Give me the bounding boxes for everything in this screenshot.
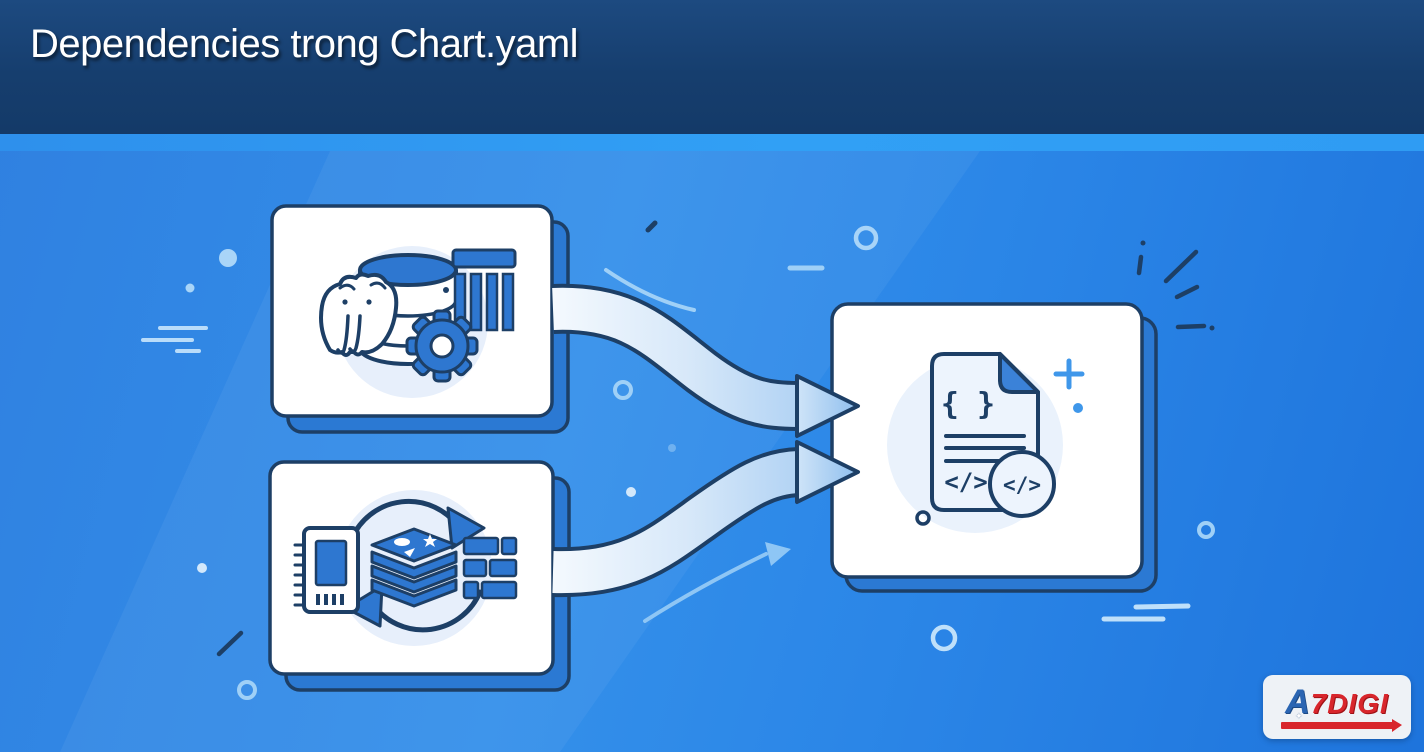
card-postgresql — [270, 204, 570, 434]
dot-icon — [626, 487, 636, 497]
card-cache-stack — [268, 460, 571, 692]
code-glyph: </> — [944, 468, 987, 496]
dot-icon — [197, 563, 207, 573]
gear-icon — [405, 309, 479, 383]
brick-grid-icon — [462, 536, 518, 600]
postgresql-elephant-icon — [319, 272, 399, 357]
circle-outline-icon — [613, 380, 633, 400]
speed-lines-right — [1101, 603, 1191, 622]
dash-icon — [216, 630, 244, 657]
dash-icon — [645, 220, 658, 233]
sketch-curve — [604, 268, 696, 312]
svg-text:</>: </> — [1003, 473, 1041, 497]
sparkle-burst-icon — [1136, 240, 1215, 331]
dot-icon — [219, 249, 237, 267]
text-lines — [944, 434, 1026, 463]
dot-icon — [1073, 403, 1083, 413]
flow-arrow-top — [552, 283, 860, 438]
circle-outline-icon — [237, 680, 257, 700]
logo-letter-a: A — [1285, 683, 1310, 721]
circle-outline-icon — [915, 510, 931, 526]
dot-icon — [185, 283, 195, 293]
header-bar: Dependencies trong Chart.yaml — [0, 0, 1424, 134]
braces-glyph: { } — [941, 387, 995, 422]
memory-chip-icon — [293, 526, 360, 614]
speed-lines-left — [141, 326, 208, 353]
circle-outline-icon — [853, 225, 879, 251]
star-icon: ✦ — [1295, 711, 1303, 721]
redis-stack-icon — [370, 527, 458, 608]
logo-letters-rest: 7DIGI — [1310, 688, 1389, 719]
table-columns-icon — [451, 248, 517, 332]
dot-icon — [668, 444, 676, 452]
card-chart-yaml: { } </> </> — [830, 302, 1158, 593]
rotation-arrows-icon — [344, 498, 486, 633]
logo-text: A ✦ 7DIGI — [1285, 683, 1389, 721]
code-badge-icon: </> — [988, 450, 1056, 518]
plus-icon — [1053, 358, 1085, 390]
circle-outline-icon — [1197, 521, 1215, 539]
accent-strip — [0, 134, 1424, 151]
thin-sketch-arrow — [643, 542, 791, 623]
azdigi-logo: A ✦ 7DIGI — [1263, 675, 1411, 739]
circle-outline-icon — [930, 624, 958, 652]
background-decorations — [141, 220, 1215, 700]
flow-arrow-bottom — [552, 440, 860, 598]
logo-arrow-banner — [1281, 719, 1402, 732]
page-title: Dependencies trong Chart.yaml — [30, 22, 579, 66]
folded-corner-icon — [998, 352, 1040, 394]
